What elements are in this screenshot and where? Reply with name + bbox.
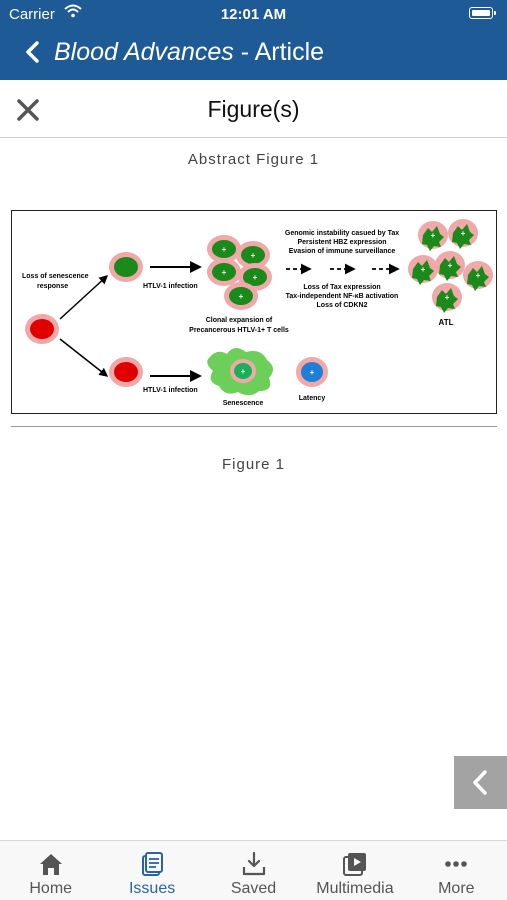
atl-cells: + + + + + + bbox=[408, 219, 493, 313]
tab-saved[interactable]: Saved bbox=[203, 841, 304, 900]
wifi-icon bbox=[64, 4, 82, 18]
tab-bar: Home Issues Saved Multimedia bbox=[0, 840, 507, 900]
tab-home[interactable]: Home bbox=[0, 841, 101, 900]
abstract-figure-caption: Abstract Figure 1 bbox=[187, 151, 320, 168]
loss-tax-label-2: Tax-independent NF-κB activation bbox=[286, 293, 399, 300]
viewer-title: Figure(s) bbox=[207, 96, 300, 122]
nav-section: - Article bbox=[233, 38, 325, 66]
infected-cell-top bbox=[109, 252, 143, 282]
events-label-1: Genomic instability casued by Tax bbox=[285, 230, 399, 237]
more-icon bbox=[445, 861, 468, 867]
tab-issues[interactable]: Issues bbox=[101, 841, 202, 900]
tab-more[interactable]: More bbox=[406, 841, 507, 900]
battery-icon bbox=[469, 7, 496, 19]
loss-senescence-label: Loss of senescence bbox=[22, 273, 89, 280]
atl-label: ATL bbox=[439, 318, 454, 327]
initial-cell bbox=[25, 314, 59, 344]
status-time: 12:01 AM bbox=[220, 6, 287, 23]
tab-label-multimedia: Multimedia bbox=[316, 880, 394, 897]
plus-mark: + bbox=[239, 292, 244, 301]
clonal-label-2: Precancerous HTLV-1+ T cells bbox=[189, 327, 289, 334]
senescence-cell: + bbox=[207, 347, 274, 396]
tab-label-saved: Saved bbox=[230, 880, 277, 897]
clonal-expansion-cluster: + + + + + bbox=[207, 235, 272, 310]
figure-caption: Figure 1 bbox=[221, 456, 286, 473]
plus-mark: + bbox=[222, 268, 227, 277]
tab-label-issues: Issues bbox=[128, 880, 176, 897]
abstract-figure-image[interactable]: Loss of senescence response HTLV-1 infec… bbox=[11, 210, 497, 414]
status-bar: Carrier 12:01 AM bbox=[0, 0, 507, 28]
arrow-up bbox=[59, 274, 109, 320]
figure-viewer-bar: Figure(s) bbox=[0, 80, 507, 138]
chevron-left-icon bbox=[473, 770, 487, 795]
plus-mark: + bbox=[448, 261, 453, 270]
nav-title: Blood Advances - Article bbox=[54, 38, 324, 67]
loss-senescence-label-2: response bbox=[37, 283, 68, 290]
home-icon bbox=[39, 854, 62, 875]
tab-label-more: More bbox=[438, 880, 475, 897]
infection-label-top: HTLV-1 infection bbox=[143, 283, 198, 290]
loss-tax-label-1: Loss of Tax expression bbox=[303, 284, 380, 291]
clonal-label: Clonal expansion of bbox=[206, 317, 273, 324]
tab-multimedia[interactable]: Multimedia bbox=[304, 841, 405, 900]
download-icon bbox=[242, 851, 265, 876]
plus-mark: + bbox=[241, 367, 246, 376]
arrow-down bbox=[59, 338, 109, 377]
infection-label-bottom: HTLV-1 infection bbox=[143, 387, 198, 394]
latency-label: Latency bbox=[299, 395, 326, 402]
issues-icon bbox=[142, 852, 164, 876]
plus-mark: + bbox=[431, 231, 436, 240]
app-header: Carrier 12:01 AM Blood Advances - Articl… bbox=[0, 0, 507, 80]
senescence-label: Senescence bbox=[223, 400, 264, 407]
carrier-label: Carrier bbox=[9, 6, 55, 23]
figure-divider bbox=[11, 426, 497, 427]
events-label-3: Evasion of immune surveillance bbox=[289, 248, 396, 255]
plus-mark: + bbox=[222, 245, 227, 254]
plus-mark: + bbox=[310, 368, 315, 377]
plus-mark: + bbox=[445, 293, 450, 302]
nav-bar: Blood Advances - Article bbox=[0, 28, 507, 80]
infected-cell-bottom bbox=[109, 357, 143, 387]
loss-tax-label-3: Loss of CDKN2 bbox=[317, 302, 368, 309]
plus-mark: + bbox=[461, 229, 466, 238]
plus-mark: + bbox=[253, 273, 258, 282]
multimedia-icon bbox=[342, 853, 366, 876]
plus-mark: + bbox=[476, 271, 481, 280]
back-chevron-icon[interactable] bbox=[20, 38, 46, 68]
journal-name: Blood Advances bbox=[54, 38, 234, 66]
previous-figure-button[interactable] bbox=[454, 756, 507, 809]
close-icon[interactable] bbox=[14, 96, 42, 124]
plus-mark: + bbox=[421, 265, 426, 274]
events-label-2: Persistent HBZ expression bbox=[297, 239, 386, 246]
tab-label-home: Home bbox=[29, 880, 73, 897]
latency-cell: + bbox=[296, 357, 328, 387]
plus-mark: + bbox=[251, 251, 256, 260]
